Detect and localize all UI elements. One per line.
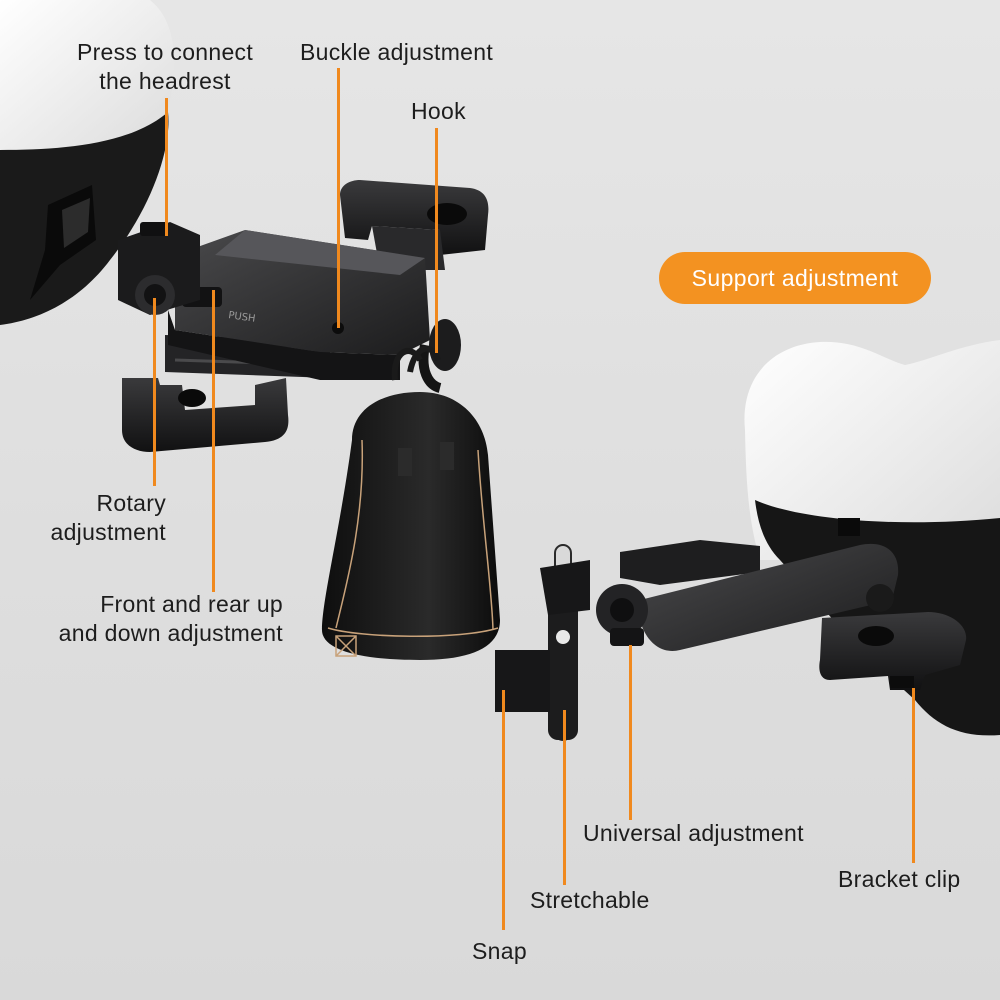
label-press-connect-line2: the headrest	[99, 68, 231, 94]
leader-stretchable	[563, 710, 566, 885]
leader-universal	[629, 645, 632, 820]
label-universal-adjustment: Universal adjustment	[583, 820, 804, 846]
label-stretchable: Stretchable	[530, 887, 650, 913]
label-front-rear-line1: Front and rear up	[100, 591, 283, 617]
label-hook: Hook	[411, 98, 466, 124]
label-press-connect: Press to connect the headrest	[60, 38, 270, 96]
handbag	[322, 345, 500, 660]
leader-bracket-clip	[912, 688, 915, 863]
svg-text:PUSH: PUSH	[228, 310, 256, 325]
label-rotary-line2: adjustment	[50, 519, 166, 545]
leader-buckle	[337, 68, 340, 328]
label-rotary-line1: Rotary	[96, 490, 166, 516]
support-adjustment-badge: Support adjustment	[659, 252, 931, 304]
leader-press-connect	[165, 98, 168, 236]
label-bracket-clip: Bracket clip	[838, 866, 961, 892]
right-bracket	[495, 540, 967, 741]
label-rotary-adjustment: Rotary adjustment	[20, 489, 166, 547]
leader-rotary	[153, 298, 156, 486]
label-front-rear-adjustment: Front and rear up and down adjustment	[10, 590, 283, 648]
label-buckle-adjustment: Buckle adjustment	[300, 39, 494, 65]
leader-hook	[435, 128, 438, 353]
label-snap: Snap	[472, 938, 527, 964]
leader-snap	[502, 690, 505, 930]
left-headrest	[0, 0, 175, 325]
leader-front-rear	[212, 290, 215, 592]
label-front-rear-line2: and down adjustment	[58, 620, 283, 646]
label-press-connect-line1: Press to connect	[76, 39, 254, 65]
